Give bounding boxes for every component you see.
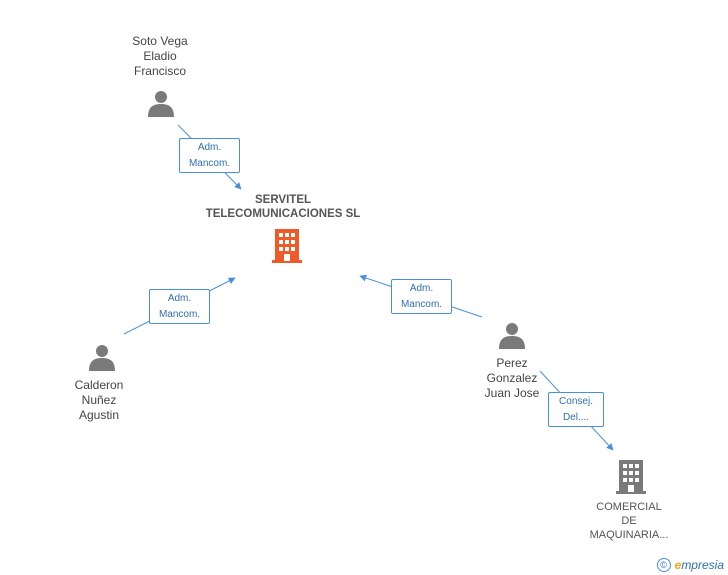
role-box-perez[interactable]: Adm. Mancom. [391,279,452,314]
role-box-calderon[interactable]: Adm. Mancom. [149,289,210,324]
person-name-soto[interactable]: Soto Vega Eladio Francisco [132,34,188,78]
person-name-calderon[interactable]: Calderon Nuñez Agustin [74,378,124,422]
person-icon[interactable] [498,321,526,349]
person-icon[interactable] [147,89,175,117]
empresia-footer: © empresia [656,558,724,572]
person-name-perez[interactable]: Perez Gonzalez Juan Jose [484,356,540,400]
company-name[interactable]: SERVITEL TELECOMUNICACIONES SL [205,194,361,220]
copyright-icon: © [656,558,671,572]
brand-logo[interactable]: empresia [674,558,724,572]
building-icon[interactable] [616,460,646,494]
building-icon[interactable] [272,229,302,263]
role-box-soto[interactable]: Adm. Mancom. [179,138,240,173]
role-box-perez-comercial[interactable]: Consej. Del.... [548,392,604,427]
related-company-name[interactable]: COMERCIAL DE MAQUINARIA... [589,501,669,541]
person-icon[interactable] [88,343,116,371]
